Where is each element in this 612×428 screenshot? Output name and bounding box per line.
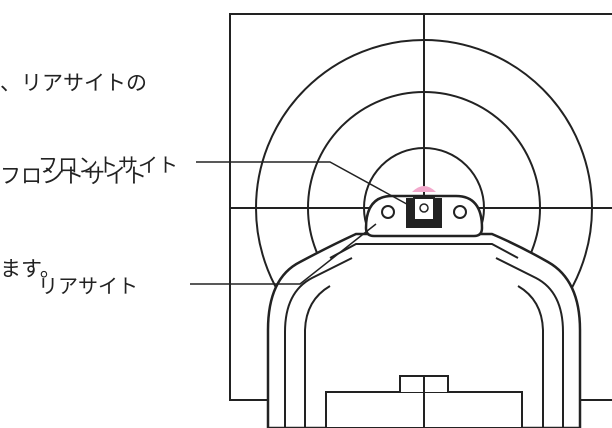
slide-right-inner [517,285,544,428]
front-sight-top-highlight [412,186,436,192]
slide-left-contour [284,257,353,428]
intro-line-3: ます。 [0,257,61,281]
front-sight-dot [419,203,429,213]
rear-sight-left-dot [381,205,395,219]
slide-right-contour [495,257,564,428]
front-sight-label: フロントサイト [38,153,178,177]
slide-left-inner [304,285,331,428]
slide-outer [266,232,582,428]
rear-sight-leader-line [190,223,377,285]
rear-sight-label: リアサイト [38,274,138,298]
intro-text: 、リアサイトの フロントサイト ます。 [0,6,230,347]
intro-line-1: 、リアサイトの [0,71,147,95]
rear-sight-right-dot [453,205,467,219]
front-sight-leader-line [196,161,415,209]
intro-line-2: フロントサイト [0,164,147,188]
